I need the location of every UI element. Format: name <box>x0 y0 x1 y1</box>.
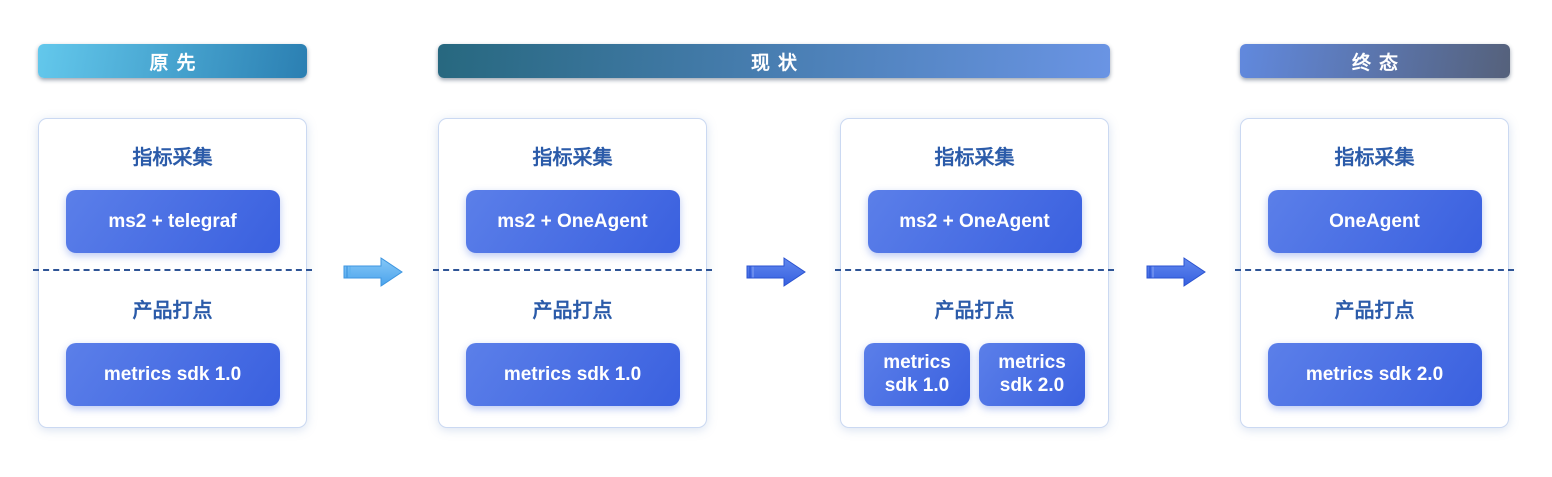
section-title-product-tracking: 产品打点 <box>934 300 1015 322</box>
section-title-product-tracking: 产品打点 <box>132 300 213 322</box>
phase-header-current: 现状 <box>438 44 1110 78</box>
dashed-divider <box>433 269 712 271</box>
right-arrow-icon <box>746 257 806 287</box>
component-pill: OneAgent <box>1267 190 1482 253</box>
phase-label: 现状 <box>750 52 805 74</box>
dashed-divider <box>1235 269 1514 271</box>
section-title-metrics-collection: 指标采集 <box>132 147 213 169</box>
component-pill: ms2 + OneAgent <box>465 190 680 253</box>
stage-card-current-b: 指标采集 ms2 + OneAgent 产品打点 metrics sdk 1.0… <box>835 118 1114 428</box>
phase-label: 原先 <box>149 52 204 74</box>
component-pill: ms2 + OneAgent <box>867 190 1082 253</box>
right-arrow-icon <box>343 257 403 287</box>
section-title-product-tracking: 产品打点 <box>532 300 613 322</box>
phase-header-original: 原先 <box>38 44 307 78</box>
stage-card-original: 指标采集 ms2 + telegraf 产品打点 metrics sdk 1.0 <box>33 118 312 428</box>
right-arrow-icon <box>1146 257 1206 287</box>
dashed-divider <box>835 269 1114 271</box>
phase-label: 终态 <box>1351 52 1406 74</box>
section-title-metrics-collection: 指标采集 <box>532 147 613 169</box>
component-pill: metrics sdk 1.0 <box>864 343 970 406</box>
dashed-divider <box>33 269 312 271</box>
section-title-metrics-collection: 指标采集 <box>1334 147 1415 169</box>
section-title-product-tracking: 产品打点 <box>1334 300 1415 322</box>
component-pill: metrics sdk 2.0 <box>979 343 1085 406</box>
phase-header-final: 终态 <box>1240 44 1510 78</box>
component-pill: metrics sdk 2.0 <box>1267 343 1482 406</box>
component-pill: ms2 + telegraf <box>65 190 280 253</box>
component-pill: metrics sdk 1.0 <box>65 343 280 406</box>
component-pill: metrics sdk 1.0 <box>465 343 680 406</box>
pill-row: metrics sdk 1.0 metrics sdk 2.0 <box>864 343 1085 406</box>
stage-card-final: 指标采集 OneAgent 产品打点 metrics sdk 2.0 <box>1235 118 1514 428</box>
section-title-metrics-collection: 指标采集 <box>934 147 1015 169</box>
stage-card-current-a: 指标采集 ms2 + OneAgent 产品打点 metrics sdk 1.0 <box>433 118 712 428</box>
